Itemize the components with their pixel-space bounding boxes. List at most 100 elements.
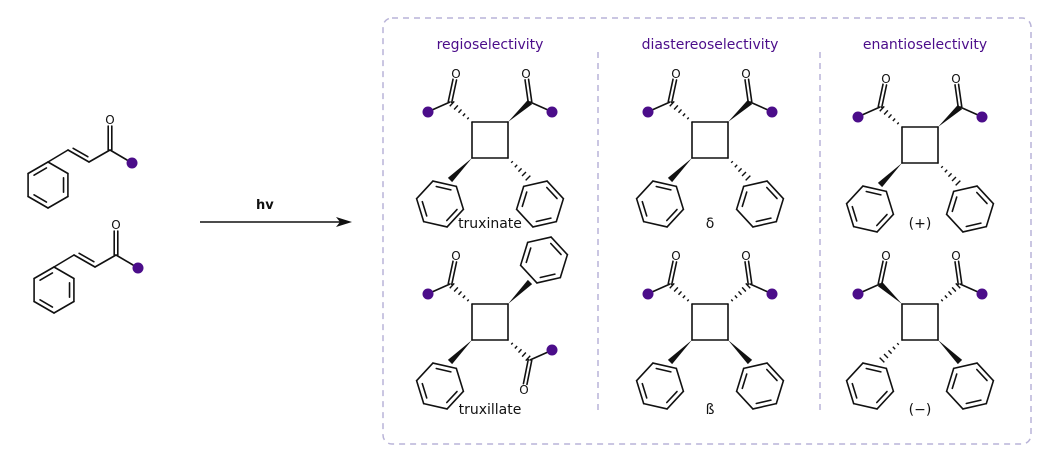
cinnamoyl-reactant-2: O [33,218,144,314]
bond [885,367,895,393]
hash-bond [896,342,900,346]
bond [27,195,49,209]
bond [976,368,988,382]
bond [422,220,448,228]
hash-bond [525,355,531,362]
bond [447,78,454,103]
hash-bond [669,282,675,289]
bond [532,220,558,228]
hash-bond [955,282,961,289]
bond [642,402,668,410]
hash-bond [517,348,523,354]
bond [431,283,451,293]
bond [945,213,964,233]
product-label-minus: (−) [908,402,932,418]
oxygen-atom: O [105,113,114,127]
bond [446,390,465,410]
bond [876,213,888,227]
wedge-bond [667,158,692,183]
bond [27,161,49,175]
bond [421,382,428,399]
bond [985,379,995,405]
hash-bond [730,160,734,164]
hash-bond [449,100,455,107]
bond [655,367,672,373]
bond [78,252,95,263]
oxygen-atom: O [951,249,960,263]
bond [536,276,562,284]
bond [415,197,425,223]
hash-bond [896,122,900,125]
bond [519,241,529,267]
product-label-truxillate: truxillate [458,402,522,418]
bond [550,242,562,256]
bond [954,261,960,286]
bond [954,84,960,109]
cinnamoyl-reactant-1: O [27,113,138,209]
wedge-bond [728,99,753,122]
bond [775,379,785,405]
bond [845,185,864,205]
product-label-truxinate: truxinate [458,216,522,232]
bond [651,101,671,111]
bond [559,253,569,279]
bond [73,254,96,268]
wedge-bond [728,340,753,365]
substituent-dot [766,288,778,300]
hash-bond [734,295,738,299]
hash-bond [737,167,743,173]
bond [535,217,552,223]
bond [432,180,458,188]
hash-bond [453,104,459,110]
bond [53,254,75,268]
bond [446,208,465,228]
hash-bond [741,171,747,177]
bond [529,101,549,111]
bond [976,191,988,205]
bond [976,362,995,382]
bond [450,261,458,286]
bond [749,283,769,293]
oxygen-atom: O [881,72,890,86]
hash-bond [883,109,889,115]
product-label-beta: ß [705,402,715,418]
hash-bond [457,108,463,114]
bond [775,197,785,223]
hash-bond [462,295,466,299]
bond [53,266,75,280]
bond [415,180,434,200]
bond [667,260,674,285]
bond [959,283,979,293]
bond [525,247,532,264]
oxygen-atom: O [451,67,460,81]
bond [522,358,530,385]
bond [675,185,685,211]
wedge-bond [447,158,472,183]
bond [747,78,753,103]
bond [845,362,864,382]
bond [861,283,881,293]
bond [957,83,963,108]
oxygen-atom: O [111,218,120,232]
header-enantioselectivity: enantioselectivity [862,37,988,53]
wedge-bond [877,281,902,304]
bond [851,382,858,399]
bond [749,101,769,111]
hash-bond [940,165,944,169]
bond [455,367,465,393]
hash-bond [745,282,751,289]
product-label-delta: δ [705,216,715,232]
bond [852,402,878,410]
hash-bond [745,175,751,181]
wedge-bond [938,340,963,365]
hash-bond [879,105,885,112]
bond [755,217,772,223]
wedge-bond [877,163,902,188]
wedge-bond [508,279,533,304]
bond [945,190,955,216]
substituent-dot [422,106,434,118]
oxygen-atom: O [951,72,960,86]
bond [47,161,69,175]
